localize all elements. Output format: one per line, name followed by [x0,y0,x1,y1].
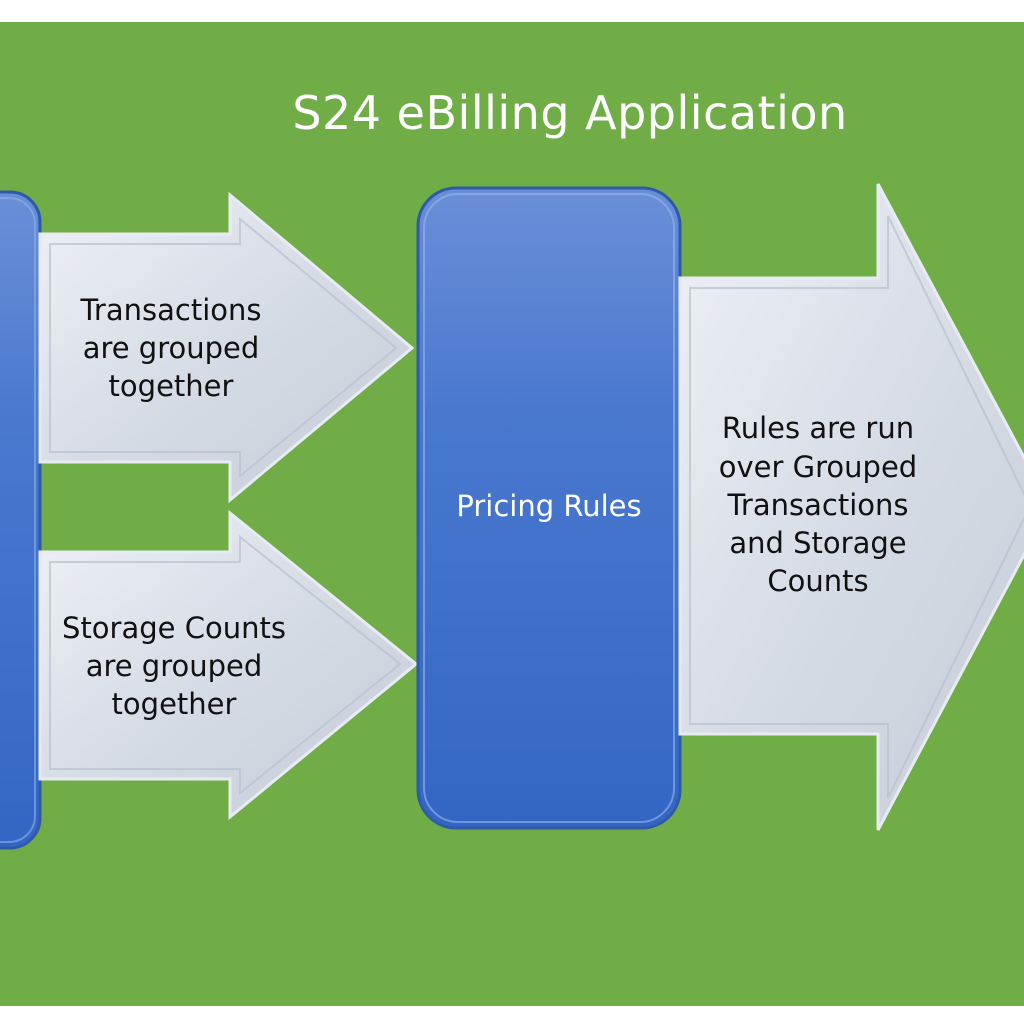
slide-background: S24 eBilling Application [0,22,1024,1006]
rules-run-arrow [678,183,1024,831]
transactions-arrow-label: Transactions are grouped together [80,292,262,404]
process-diagram [0,183,1024,850]
left-process-box [0,190,42,850]
rules-run-arrow-label: Rules are run over Grouped Transactions … [718,411,918,599]
page-title: S24 eBilling Application [292,86,848,140]
pricing-rules-label: Pricing Rules [456,488,642,523]
storage-counts-arrow-label: Storage Counts are grouped together [62,610,286,722]
transactions-arrow [38,191,415,504]
storage-counts-arrow [38,509,419,821]
